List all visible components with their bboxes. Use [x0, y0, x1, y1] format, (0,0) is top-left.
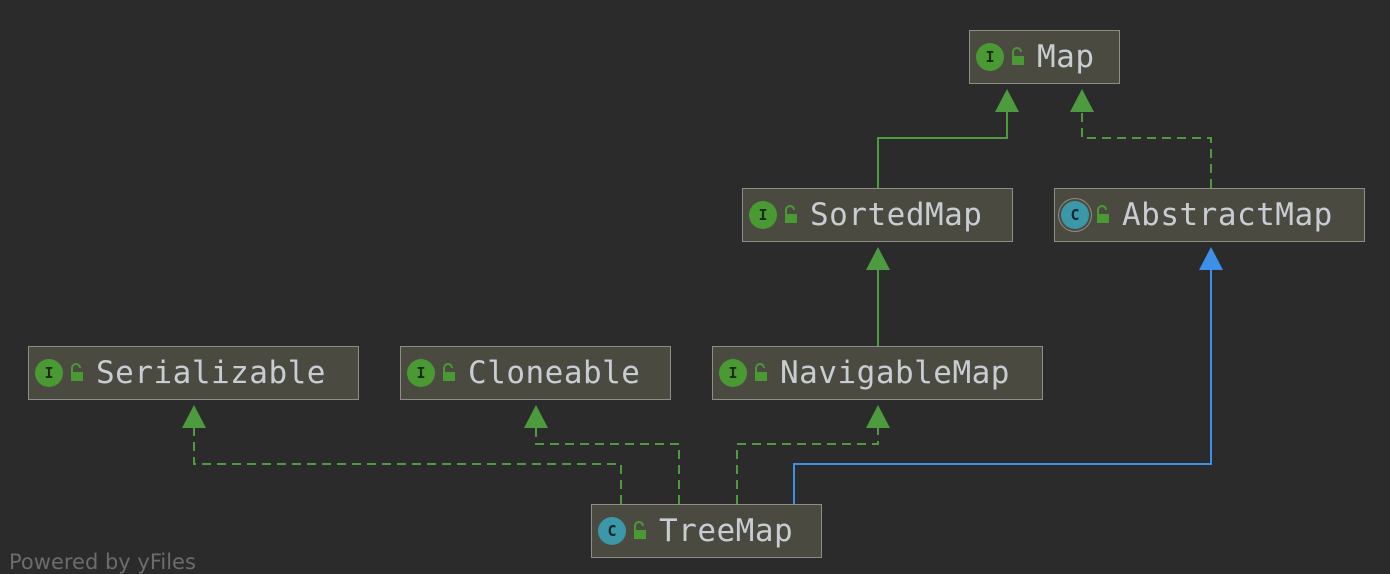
public-lock-icon — [782, 204, 800, 226]
edge-treemap-to-abstractmap — [793, 270, 1212, 504]
public-lock-icon — [440, 362, 458, 384]
public-lock-icon — [1094, 204, 1112, 226]
powered-by-footer: Powered by yFiles — [9, 550, 196, 574]
node-label: NavigableMap — [780, 355, 1010, 391]
node-label: AbstractMap — [1122, 197, 1333, 233]
public-lock-icon — [631, 520, 649, 542]
node-label: Cloneable — [468, 355, 641, 391]
public-lock-icon — [68, 362, 86, 384]
arrowhead-cloneable — [524, 405, 548, 428]
interface-icon: I — [407, 359, 435, 387]
node-serializable[interactable]: I Serializable — [28, 346, 359, 400]
arrowhead-navigablemap — [866, 405, 890, 428]
interface-icon: I — [976, 43, 1004, 71]
abstract-class-icon: C — [1061, 201, 1089, 229]
node-label: SortedMap — [810, 197, 983, 233]
edge-treemap-to-serializable — [193, 428, 622, 504]
node-label: Serializable — [96, 355, 326, 391]
node-map[interactable]: I Map — [969, 30, 1120, 84]
interface-icon: I — [719, 359, 747, 387]
public-lock-icon — [752, 362, 770, 384]
public-lock-icon — [1009, 46, 1027, 68]
interface-icon: I — [749, 201, 777, 229]
arrowhead-sortedmap — [866, 247, 890, 270]
arrowhead-abstractmap — [1199, 247, 1223, 270]
node-label: Map — [1037, 39, 1095, 75]
interface-icon: I — [35, 359, 63, 387]
edge-treemap-to-cloneable — [535, 428, 680, 504]
edge-abstractmap-to-map — [1081, 112, 1212, 188]
arrowhead-map-left — [995, 89, 1019, 112]
arrowhead-map-right — [1070, 89, 1094, 112]
node-label: TreeMap — [659, 513, 794, 549]
node-abstractmap[interactable]: C AbstractMap — [1054, 188, 1365, 242]
node-treemap[interactable]: C TreeMap — [591, 504, 822, 558]
arrowhead-serializable — [182, 405, 206, 428]
node-cloneable[interactable]: I Cloneable — [400, 346, 671, 400]
node-navigablemap[interactable]: I NavigableMap — [712, 346, 1043, 400]
class-icon: C — [598, 517, 626, 545]
node-sortedmap[interactable]: I SortedMap — [742, 188, 1013, 242]
edge-sortedmap-to-map — [877, 112, 1008, 188]
edge-treemap-to-navigablemap — [736, 428, 879, 504]
